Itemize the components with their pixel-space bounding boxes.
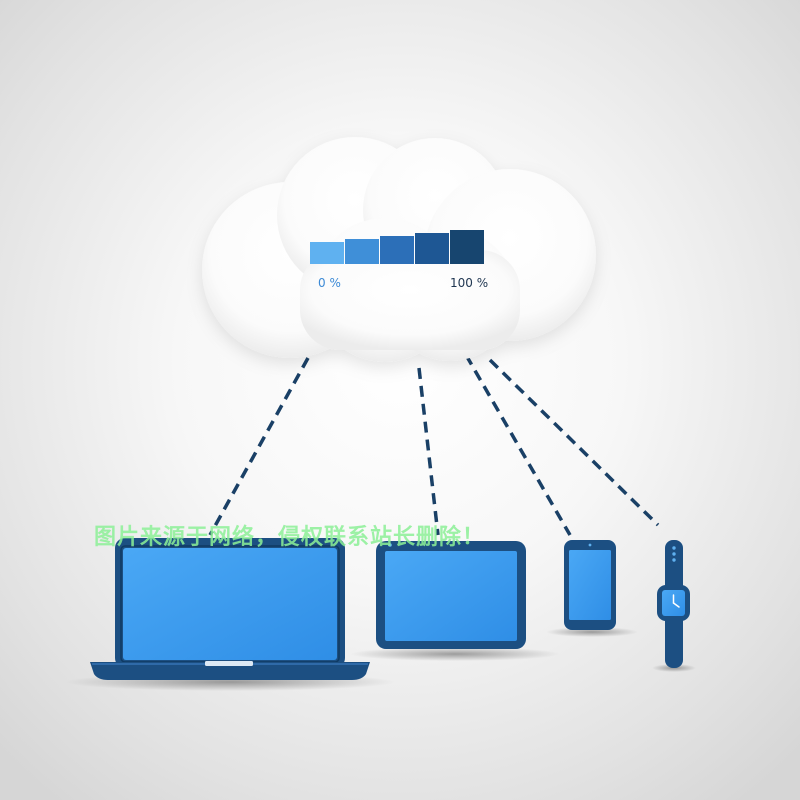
smartphone-icon	[564, 540, 616, 630]
connector-line-smartphone	[464, 354, 572, 536]
progress-bar	[310, 230, 484, 264]
connector-line-tablet	[417, 367, 440, 536]
progress-min-label: 0 %	[318, 276, 341, 290]
connector-line-laptop	[208, 357, 310, 536]
laptop-icon	[90, 538, 370, 680]
progress-max-label: 100 %	[450, 276, 488, 290]
progress-segment	[345, 239, 379, 264]
tablet-icon	[376, 541, 526, 649]
connector-line-smartwatch	[488, 358, 660, 527]
progress-segment	[415, 233, 449, 264]
progress-segment	[450, 230, 484, 264]
smartwatch-icon	[657, 540, 690, 668]
connector-lines	[208, 354, 660, 536]
progress-segment	[380, 236, 414, 264]
progress-segment	[310, 242, 344, 264]
